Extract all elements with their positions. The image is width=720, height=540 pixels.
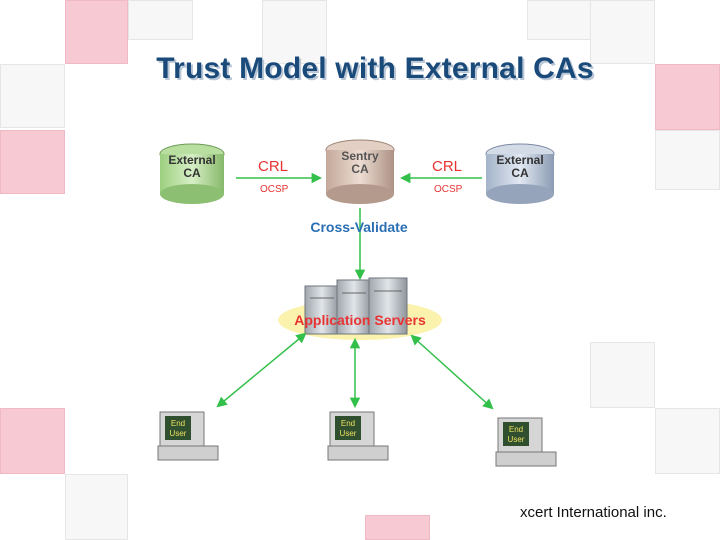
bg-tile — [655, 408, 720, 474]
bg-tile-top-right — [655, 64, 720, 130]
crl-label-right: CRL — [432, 158, 462, 175]
ocsp-label-left: OCSP — [260, 184, 289, 195]
bg-tile-left — [0, 130, 65, 194]
bg-tile-bottom-left — [0, 408, 65, 474]
crl-label-left: CRL — [258, 158, 288, 175]
cross-validate-label: Cross-Validate — [310, 219, 407, 235]
bg-tile — [65, 474, 128, 540]
bg-tile — [527, 0, 592, 40]
bg-tile — [590, 0, 655, 64]
application-servers-label: Application Servers — [294, 312, 426, 328]
arrow-servers-to-user-right — [410, 334, 494, 410]
bg-tile — [590, 342, 655, 408]
arrow-servers-to-user-left — [216, 332, 307, 408]
slide-title: Trust Model with External CAs — [156, 52, 594, 85]
bg-tile — [262, 0, 327, 64]
application-servers-icon — [278, 277, 442, 340]
bg-tile-top-left — [65, 0, 128, 64]
bg-tile — [128, 0, 193, 40]
bg-tile-bottom — [365, 515, 430, 540]
bg-tile — [655, 130, 720, 190]
ocsp-label-right: OCSP — [434, 184, 463, 195]
company-footer: xcert International inc. — [520, 504, 667, 521]
bg-tile — [0, 64, 65, 128]
